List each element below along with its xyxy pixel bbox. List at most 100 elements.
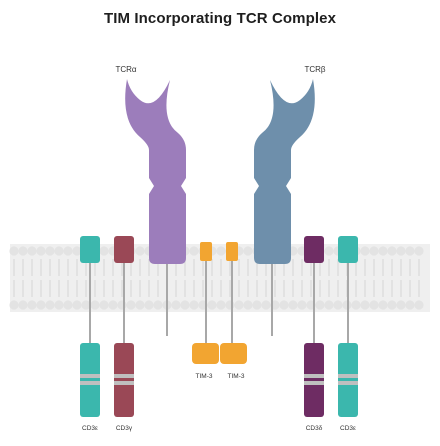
tcr-beta-body xyxy=(254,150,291,264)
lipid-head xyxy=(288,300,298,310)
lipid-head xyxy=(369,300,379,310)
lipid-head xyxy=(414,300,424,310)
lipid-head xyxy=(153,300,163,310)
lipid-head xyxy=(54,246,64,256)
cd3e-left-band xyxy=(80,374,100,378)
tim3-molecule-right: TIM-3 xyxy=(220,242,247,380)
lipid-head xyxy=(90,300,100,310)
lipid-head xyxy=(396,300,406,310)
lipid-head xyxy=(378,246,388,256)
lipid-head xyxy=(405,300,415,310)
tcr-alpha-label: TCRα xyxy=(115,65,136,74)
lipid-head xyxy=(9,246,19,256)
lipid-head xyxy=(252,300,262,310)
lipid-head xyxy=(27,246,37,256)
cd3e-right-lower-domain xyxy=(338,343,358,417)
cd3-gamma: CD3γ xyxy=(114,236,134,432)
lipid-head xyxy=(189,246,199,256)
tim3-left-lower-domain xyxy=(192,343,219,364)
lipid-head xyxy=(135,300,145,310)
lipid-head xyxy=(360,300,370,310)
cd3-epsilon-left: CD3ε xyxy=(80,236,100,432)
lipid-head xyxy=(171,300,181,310)
lipid-head xyxy=(405,246,415,256)
lipid-head xyxy=(396,246,406,256)
lipid-head xyxy=(279,300,289,310)
cd3g-band xyxy=(114,374,134,378)
diagram-title: TIM Incorporating TCR Complex xyxy=(103,10,337,27)
lipid-head xyxy=(63,246,73,256)
lipid-head xyxy=(297,300,307,310)
lipid-head xyxy=(45,246,55,256)
cd3d-band-2 xyxy=(304,381,324,385)
lipid-head xyxy=(369,246,379,256)
cd3e-right-label: CD3ε xyxy=(340,425,356,432)
tcr-beta-cup xyxy=(254,79,315,150)
lipid-head xyxy=(117,300,127,310)
cd3e-left-upper-domain xyxy=(80,236,100,263)
cd3d-upper-domain xyxy=(304,236,324,263)
lipid-head xyxy=(378,300,388,310)
lipid-head xyxy=(45,300,55,310)
tim3-right-upper-domain xyxy=(226,242,238,261)
cd3d-label: CD3δ xyxy=(306,425,323,432)
lipid-head xyxy=(387,300,397,310)
lipid-head xyxy=(360,246,370,256)
lipid-head xyxy=(54,300,64,310)
lipid-head xyxy=(414,246,424,256)
tcr-alpha-cup xyxy=(125,79,186,150)
lipid-head xyxy=(333,300,343,310)
lipid-head xyxy=(135,246,145,256)
cd3d-lower-domain xyxy=(304,343,324,417)
lipid-head xyxy=(27,300,37,310)
tim3-right-lower-domain xyxy=(220,343,247,364)
lipid-head xyxy=(81,300,91,310)
lipid-head xyxy=(261,300,271,310)
tcr-alpha-body xyxy=(149,150,186,264)
tim3-right-label: TIM-3 xyxy=(228,373,245,380)
lipid-head xyxy=(144,300,154,310)
tcr-beta-label: TCRβ xyxy=(304,65,325,74)
lipid-head xyxy=(63,300,73,310)
tim3-molecule-left: TIM-3 xyxy=(192,242,219,380)
cd3e-left-band-2 xyxy=(80,381,100,385)
lipid-head xyxy=(207,300,217,310)
lipid-head xyxy=(72,246,82,256)
lipid-head xyxy=(216,246,226,256)
lipid-head xyxy=(36,300,46,310)
cd3e-left-lower-domain xyxy=(80,343,100,417)
lipid-head xyxy=(72,300,82,310)
tcr-beta-chain: TCRβ xyxy=(254,65,326,336)
lipid-head xyxy=(126,300,136,310)
lipid-head xyxy=(108,300,118,310)
lipid-head xyxy=(180,300,190,310)
tim3-left-upper-domain xyxy=(200,242,212,261)
lipid-head xyxy=(387,246,397,256)
tim3-left-label: TIM-3 xyxy=(196,373,213,380)
cd3g-lower-domain xyxy=(114,343,134,417)
lipid-head xyxy=(243,246,253,256)
cd3e-right-upper-domain xyxy=(338,236,358,263)
lipid-head xyxy=(351,300,361,310)
lipid-head xyxy=(99,300,109,310)
lipid-head xyxy=(36,246,46,256)
cd3e-left-label: CD3ε xyxy=(82,425,98,432)
cd3g-band-2 xyxy=(114,381,134,385)
cd3-delta: CD3δ xyxy=(304,236,324,432)
cd3d-band xyxy=(304,374,324,378)
lipid-head xyxy=(225,300,235,310)
lipid-head xyxy=(315,300,325,310)
lipid-head xyxy=(243,300,253,310)
lipid-head xyxy=(216,300,226,310)
cd3g-upper-domain xyxy=(114,236,134,263)
lipid-head xyxy=(18,300,28,310)
cd3e-right-band xyxy=(338,374,358,378)
cd3g-label: CD3γ xyxy=(116,425,133,432)
phospholipid-heads-inner xyxy=(9,280,424,310)
tcr-alpha-chain: TCRα xyxy=(115,65,186,336)
lipid-head xyxy=(189,300,199,310)
lipid-head xyxy=(234,300,244,310)
cd3-epsilon-right: CD3ε xyxy=(338,236,358,432)
lipid-head xyxy=(18,246,28,256)
